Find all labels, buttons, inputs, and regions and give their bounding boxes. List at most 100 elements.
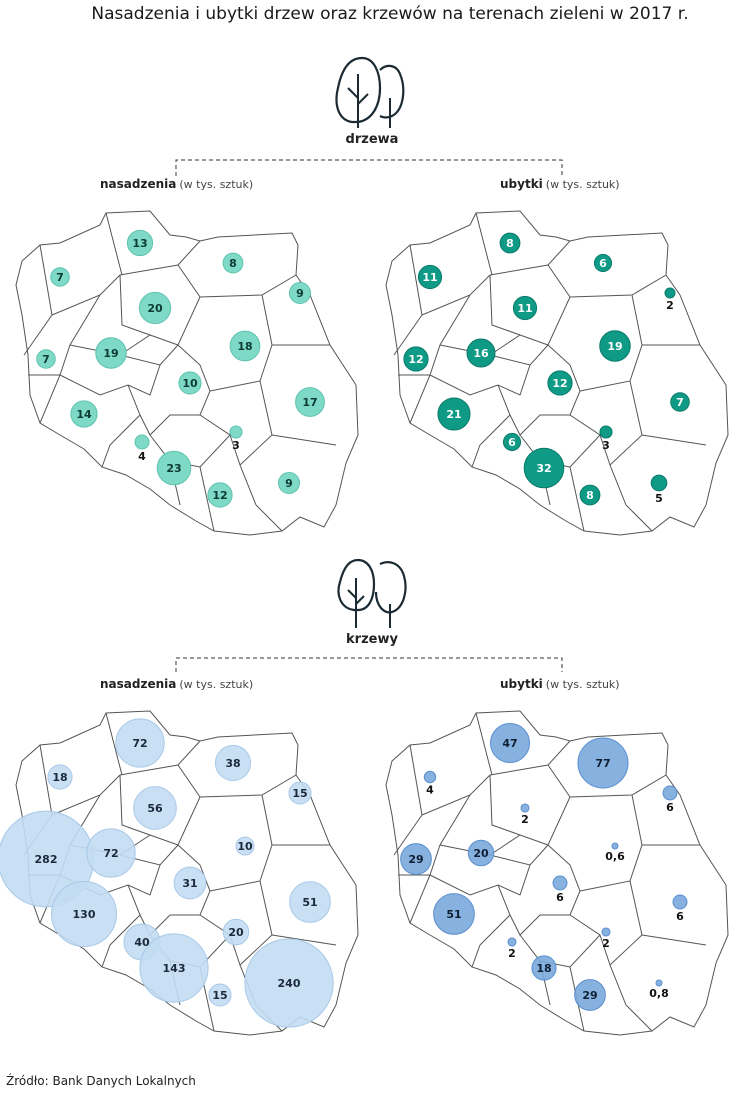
region-border <box>547 264 571 298</box>
value-label: 11 <box>422 271 437 284</box>
header-unit: (w tys. sztuk) <box>179 178 254 191</box>
region-border <box>28 294 101 376</box>
value-label: 18 <box>52 771 67 784</box>
value-bubble <box>611 842 619 850</box>
region-border <box>409 374 431 424</box>
value-bubble <box>134 434 150 450</box>
value-label: 72 <box>103 847 118 860</box>
trees-icon <box>335 56 405 128</box>
value-bubble <box>499 232 521 254</box>
value-label: 15 <box>212 989 227 1002</box>
value-bubble <box>50 267 70 287</box>
value-label: 9 <box>296 287 304 300</box>
value-label: 0,8 <box>649 987 669 1000</box>
region-border <box>39 374 61 424</box>
value-label: 6 <box>508 436 516 449</box>
value-bubble <box>244 938 334 1028</box>
value-bubble <box>599 425 613 439</box>
value-label: 2 <box>508 947 516 960</box>
value-bubble <box>552 875 568 891</box>
value-bubble <box>655 979 663 987</box>
value-bubble <box>115 718 165 768</box>
region-border <box>271 934 337 946</box>
value-bubble <box>288 781 312 805</box>
value-bubble <box>467 839 495 867</box>
header-nasadzenia-drzewa: nasadzenia(w tys. sztuk) <box>100 177 253 191</box>
value-label: 0,6 <box>605 850 625 863</box>
region-border <box>39 244 53 316</box>
value-bubble <box>133 786 177 830</box>
value-label: 18 <box>536 962 551 975</box>
value-bubble <box>466 338 496 368</box>
region-border <box>398 794 471 876</box>
region-border <box>641 434 707 446</box>
value-label: 8 <box>229 257 237 270</box>
value-bubble <box>36 349 56 369</box>
value-bubble <box>574 979 606 1011</box>
value-bubble <box>520 803 530 813</box>
value-bubble <box>599 330 631 362</box>
value-label: 38 <box>225 757 240 770</box>
value-label: 14 <box>76 408 92 421</box>
value-label: 282 <box>35 853 58 866</box>
value-label: 7 <box>676 396 684 409</box>
region-border <box>101 914 141 968</box>
value-bubble <box>507 937 517 947</box>
header-label: nasadzenia <box>100 177 177 191</box>
value-label: 6 <box>676 910 684 923</box>
value-label: 4 <box>426 784 434 797</box>
region-border <box>475 712 493 776</box>
value-label: 12 <box>212 489 227 502</box>
region-border <box>398 294 471 376</box>
value-label: 20 <box>228 926 244 939</box>
value-label: 29 <box>408 853 423 866</box>
header-nasadzenia-krzewy: nasadzenia(w tys. sztuk) <box>100 677 253 691</box>
region-border <box>261 794 330 846</box>
value-label: 130 <box>73 908 96 921</box>
value-label: 8 <box>586 489 594 502</box>
value-bubble <box>423 770 437 784</box>
value-bubble <box>650 474 668 492</box>
region-border <box>393 814 423 856</box>
value-label: 10 <box>237 840 253 853</box>
value-bubble <box>593 253 613 273</box>
value-label: 56 <box>147 802 163 815</box>
value-bubble <box>289 282 311 304</box>
value-bubble <box>670 392 690 412</box>
value-bubble <box>433 893 475 935</box>
value-bubble <box>178 371 202 395</box>
value-label: 143 <box>163 962 186 975</box>
value-label: 2 <box>602 937 610 950</box>
value-label: 23 <box>166 462 181 475</box>
header-label: nasadzenia <box>100 677 177 691</box>
region-border <box>261 294 330 346</box>
value-label: 2 <box>521 813 529 826</box>
value-bubble <box>229 425 243 439</box>
value-label: 15 <box>292 787 307 800</box>
value-bubble <box>502 432 522 452</box>
value-bubble <box>437 397 471 431</box>
value-label: 6 <box>666 801 674 814</box>
value-label: 40 <box>134 936 150 949</box>
map-outline <box>385 710 729 1036</box>
value-label: 19 <box>607 340 622 353</box>
header-unit: (w tys. sztuk) <box>545 678 620 691</box>
value-label: 20 <box>147 302 163 315</box>
value-bubble <box>403 346 429 372</box>
value-bubble <box>222 252 244 274</box>
value-label: 8 <box>506 237 514 250</box>
trees-icon <box>337 558 407 628</box>
value-label: 240 <box>278 977 301 990</box>
region-border <box>641 934 707 946</box>
value-bubble <box>229 330 261 362</box>
region-border <box>23 314 53 356</box>
header-ubytki-krzewy: ubytki(w tys. sztuk) <box>500 677 620 691</box>
value-label: 16 <box>473 347 489 360</box>
value-bubble <box>173 866 207 900</box>
value-bubble <box>601 927 611 937</box>
header-label: ubytki <box>500 677 543 691</box>
header-unit: (w tys. sztuk) <box>179 678 254 691</box>
